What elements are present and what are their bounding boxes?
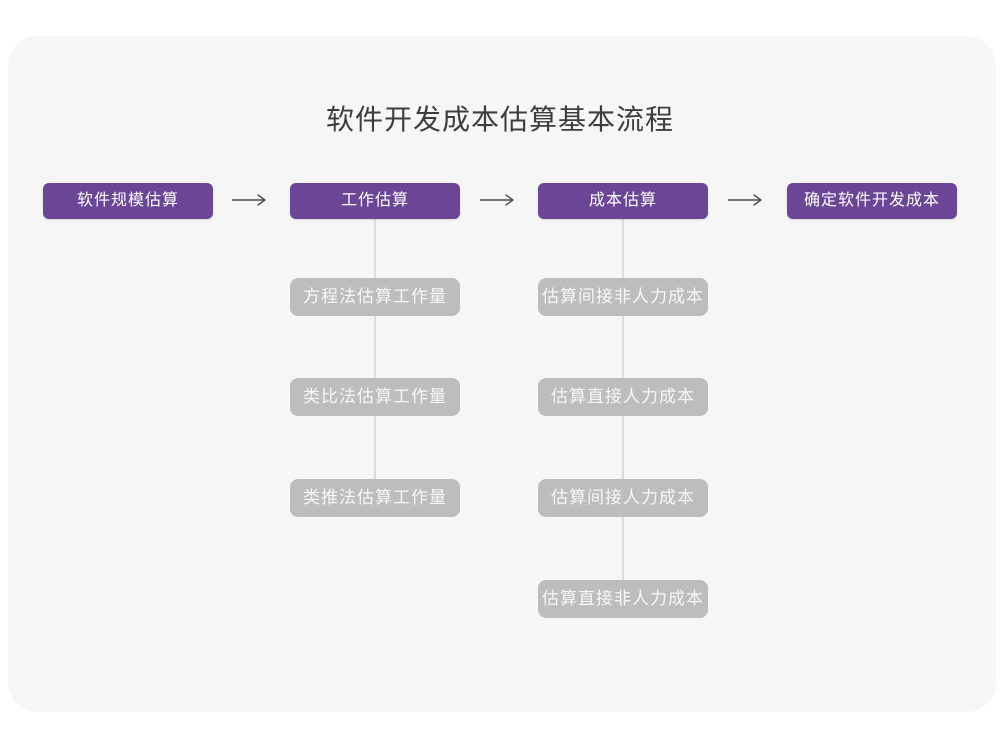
sub-node-equation-method: 方程法估算工作量 — [290, 278, 460, 316]
flow-stage-cost-estimation: 成本估算 — [538, 183, 708, 219]
sub-node-analogy-method: 类比法估算工作量 — [290, 378, 460, 416]
flow-stage-work-estimation: 工作估算 — [290, 183, 460, 219]
sub-node-indirect-labor-cost: 估算间接人力成本 — [538, 479, 708, 517]
right-arrow-icon — [728, 194, 762, 206]
sub-node-direct-nonlabor-cost: 估算直接非人力成本 — [538, 580, 708, 618]
flow-stage-final-cost: 确定软件开发成本 — [787, 183, 957, 219]
right-arrow-icon — [480, 194, 514, 206]
diagram-card — [8, 36, 996, 712]
connector-line-work — [374, 219, 376, 498]
flow-stage-scale-estimation: 软件规模估算 — [43, 183, 213, 219]
sub-node-direct-labor-cost: 估算直接人力成本 — [538, 378, 708, 416]
sub-node-extrapolation-method: 类推法估算工作量 — [290, 479, 460, 517]
diagram-title: 软件开发成本估算基本流程 — [325, 104, 674, 135]
sub-node-indirect-nonlabor-cost: 估算间接非人力成本 — [538, 278, 708, 316]
right-arrow-icon — [232, 194, 266, 206]
